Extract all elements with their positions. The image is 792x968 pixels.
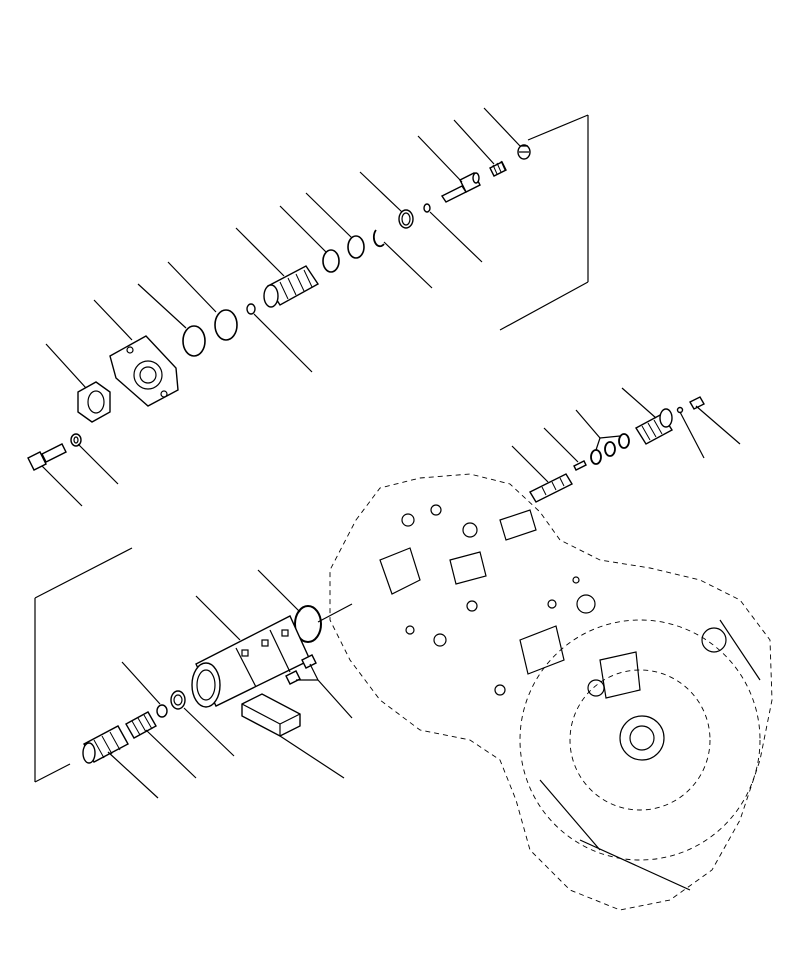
snap-ring-part: [372, 229, 385, 248]
leader-o-ring-upper-a: [305, 192, 353, 239]
leader-inner-spring: [145, 729, 197, 779]
leader-threaded-sleeve: [235, 227, 285, 277]
leader-seat: [183, 707, 235, 757]
inner-spring-part: [125, 711, 157, 739]
pin-part: [573, 460, 587, 471]
o-ring-lower-b-part: [182, 325, 206, 357]
leader-washer: [77, 443, 119, 485]
spool-shaft-part: [529, 473, 573, 503]
leader-o-rings-right-a: [575, 409, 601, 439]
leader-fittings: [317, 679, 353, 719]
leader-cylinder-sleeve: [195, 595, 241, 641]
small-o-ring-part: [423, 203, 431, 213]
o-ring-upper-a-part: [347, 235, 365, 259]
cap-nut-part: [517, 144, 531, 160]
leader-ball: [679, 411, 705, 459]
poppet-part: [440, 172, 481, 203]
callout-leaders: [41, 107, 741, 799]
leader-bolt: [41, 465, 83, 507]
leader-poppet: [417, 135, 463, 183]
o-ring-right-c-part: [590, 449, 602, 465]
leader-o-ring-upper-b: [279, 205, 327, 253]
leader-cap-nut: [483, 107, 521, 147]
bolt-part: [27, 443, 67, 471]
leader-o-rings-right-b: [595, 437, 601, 451]
threaded-sleeve-part: [263, 265, 320, 308]
leader-retainer: [121, 661, 161, 705]
leader-small-o-ring: [429, 211, 483, 263]
fitting-a-part: [301, 654, 317, 669]
leader-snap-ring: [383, 241, 433, 289]
fitting-b-part: [285, 670, 301, 685]
leader-small-nut: [253, 313, 313, 373]
leader-o-ring-lower-a: [167, 261, 217, 313]
small-spring-part: [489, 160, 507, 177]
upper-group-boundary: [499, 114, 589, 331]
leader-adjuster-screw: [621, 387, 657, 419]
leader-o-rings-right-c: [599, 435, 621, 439]
o-ring-upper-b-part: [322, 249, 340, 273]
leader-spool-shaft: [511, 445, 549, 483]
leader-large-o-ring: [257, 569, 301, 613]
leader-flange: [93, 299, 133, 341]
washer-part: [70, 433, 82, 447]
ball-part: [676, 406, 684, 414]
block-part: [241, 693, 301, 737]
seat-part: [170, 690, 186, 710]
large-nut-part: [77, 381, 111, 423]
lower-group-boundary: [34, 547, 353, 783]
leader-o-ring-lower-b: [137, 283, 187, 329]
leader-small-spring: [453, 119, 495, 165]
retainer-part: [156, 704, 168, 718]
o-ring-right-b-part: [604, 441, 616, 457]
leader-block: [279, 735, 345, 779]
leader-backup-ring: [359, 171, 403, 213]
large-o-ring-part: [294, 605, 322, 643]
plug-small-part: [689, 396, 705, 410]
o-ring-right-a-part: [618, 433, 630, 449]
leader-pin: [543, 427, 579, 463]
leader-outer-spring: [107, 751, 159, 799]
small-nut-part: [246, 303, 256, 315]
leader-fittings-a: [309, 663, 319, 681]
pump-housing: [329, 473, 773, 911]
adjuster-screw-part: [635, 408, 673, 445]
backup-ring-part: [398, 209, 414, 229]
o-ring-lower-a-part: [214, 309, 238, 341]
cylinder-sleeve-part: [191, 615, 311, 708]
outer-spring-part: [82, 725, 129, 764]
leader-plug-small: [695, 405, 741, 445]
leader-large-nut: [45, 343, 87, 389]
flange-part: [109, 335, 179, 407]
